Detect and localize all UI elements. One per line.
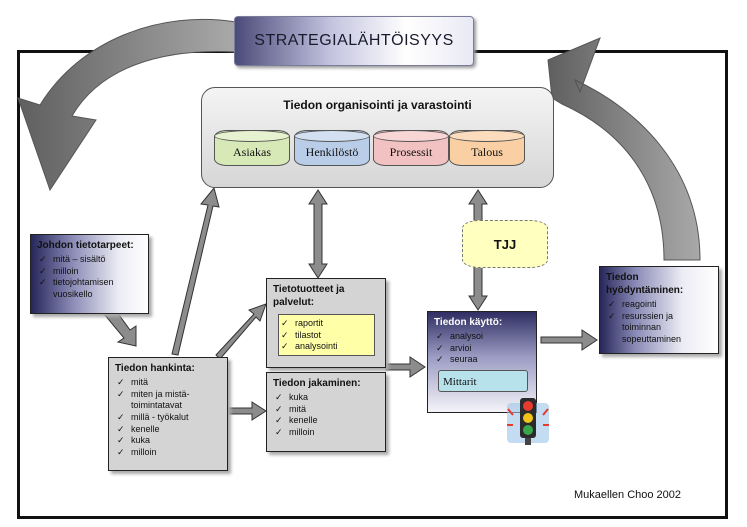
tiedon-hankinta-box: Tiedon hankinta: mitä miten ja mistä-toi… [108, 357, 228, 471]
database-prosessit-label: Prosessit [389, 145, 433, 159]
source-credit: Mukaellen Choo 2002 [574, 489, 682, 501]
list-item: kenelle [115, 424, 221, 436]
list-item: milloin [273, 427, 379, 439]
johdon-tietotarpeet-box: Johdon tietotarpeet: mitä – sisältö mill… [30, 234, 149, 314]
tuotteet-memo: raportit tilastot analysointi [278, 314, 375, 356]
list-item: analysointi [279, 341, 371, 353]
tiedon-kaytto-box: Tiedon käyttö: analysoi arvioi seuraa [427, 311, 537, 413]
arrow-tuotteet-kaytto [385, 356, 426, 378]
arrow-hankinta-tuotteet [215, 303, 267, 360]
database-talous-label: Talous [471, 145, 503, 159]
database-henkilosto: Henkilöstö [294, 130, 370, 166]
list-item: mitä [273, 404, 379, 416]
hyodyntaminen-heading: Tiedon hyödyntäminen: [606, 272, 684, 296]
strategy-title-box: STRATEGIALÄHTÖISYYS [234, 16, 474, 66]
mittarit-label: Mittarit [443, 376, 477, 388]
johdon-list: mitä – sisältö milloin tietojohtamisen v… [37, 254, 142, 301]
list-item: miten ja mistä-toimintatavat [115, 389, 221, 412]
arrow-hankinta-org [171, 186, 220, 356]
arrow-kaytto-hyodyntaminen [540, 329, 598, 351]
tjj-cylinder: TJJ [462, 220, 548, 268]
list-item: milloin [37, 266, 142, 278]
tjj-label: TJJ [493, 236, 517, 252]
database-asiakas-label: Asiakas [233, 145, 271, 159]
organisointi-title: Tiedon organisointi ja varastointi [283, 98, 472, 112]
tiedon-hyodyntaminen-box: Tiedon hyödyntäminen: reagointi resurssi… [599, 266, 719, 354]
database-asiakas: Asiakas [214, 130, 290, 166]
list-item: mitä [115, 377, 221, 389]
curved-arrow-left [17, 18, 237, 192]
tuotteet-heading: Tietotuotteet ja palvelut: [273, 284, 345, 308]
kaytto-list: analysoi arvioi seuraa [434, 331, 530, 366]
database-prosessit: Prosessit [373, 130, 449, 166]
tiedon-jakaminen-box: Tiedon jakaminen: kuka mitä kenelle mill… [266, 372, 386, 452]
organisointi-panel: Tiedon organisointi ja varastointi Asiak… [201, 87, 554, 188]
list-item: kuka [115, 435, 221, 447]
list-item: mitä – sisältö [37, 254, 142, 266]
jakaminen-list: kuka mitä kenelle milloin [273, 392, 379, 439]
double-arrow-org-tuotteet [308, 189, 328, 279]
hyodyntaminen-list: reagointi resurssien ja toiminnan sopeut… [606, 299, 712, 346]
tuotteet-list: raportit tilastot analysointi [279, 318, 371, 353]
strategy-title: STRATEGIALÄHTÖISYYS [254, 32, 454, 49]
mittarit-box: Mittarit [438, 370, 528, 392]
kaytto-heading: Tiedon käyttö: [434, 317, 503, 328]
list-item: tilastot [279, 330, 371, 342]
list-item: resurssien ja toiminnan sopeuttaminen [606, 311, 712, 346]
hankinta-list: mitä miten ja mistä-toimintatavat millä … [115, 377, 221, 459]
list-item: reagointi [606, 299, 712, 311]
list-item: seuraa [434, 354, 530, 366]
list-item: tietojohtamisen vuosikello [37, 277, 142, 300]
hankinta-heading: Tiedon hankinta: [115, 363, 195, 374]
database-henkilosto-label: Henkilöstö [305, 145, 359, 159]
curved-arrow-right [547, 37, 701, 261]
list-item: milloin [115, 447, 221, 459]
johdon-heading: Johdon tietotarpeet: [37, 240, 134, 251]
arrow-hankinta-jakaminen [227, 401, 267, 421]
list-item: millä - työkalut [115, 412, 221, 424]
list-item: kenelle [273, 415, 379, 427]
list-item: kuka [273, 392, 379, 404]
list-item: raportit [279, 318, 371, 330]
list-item: arvioi [434, 343, 530, 355]
jakaminen-heading: Tiedon jakaminen: [273, 378, 361, 389]
traffic-light-icon [507, 398, 549, 445]
database-talous: Talous [449, 130, 525, 166]
list-item: analysoi [434, 331, 530, 343]
